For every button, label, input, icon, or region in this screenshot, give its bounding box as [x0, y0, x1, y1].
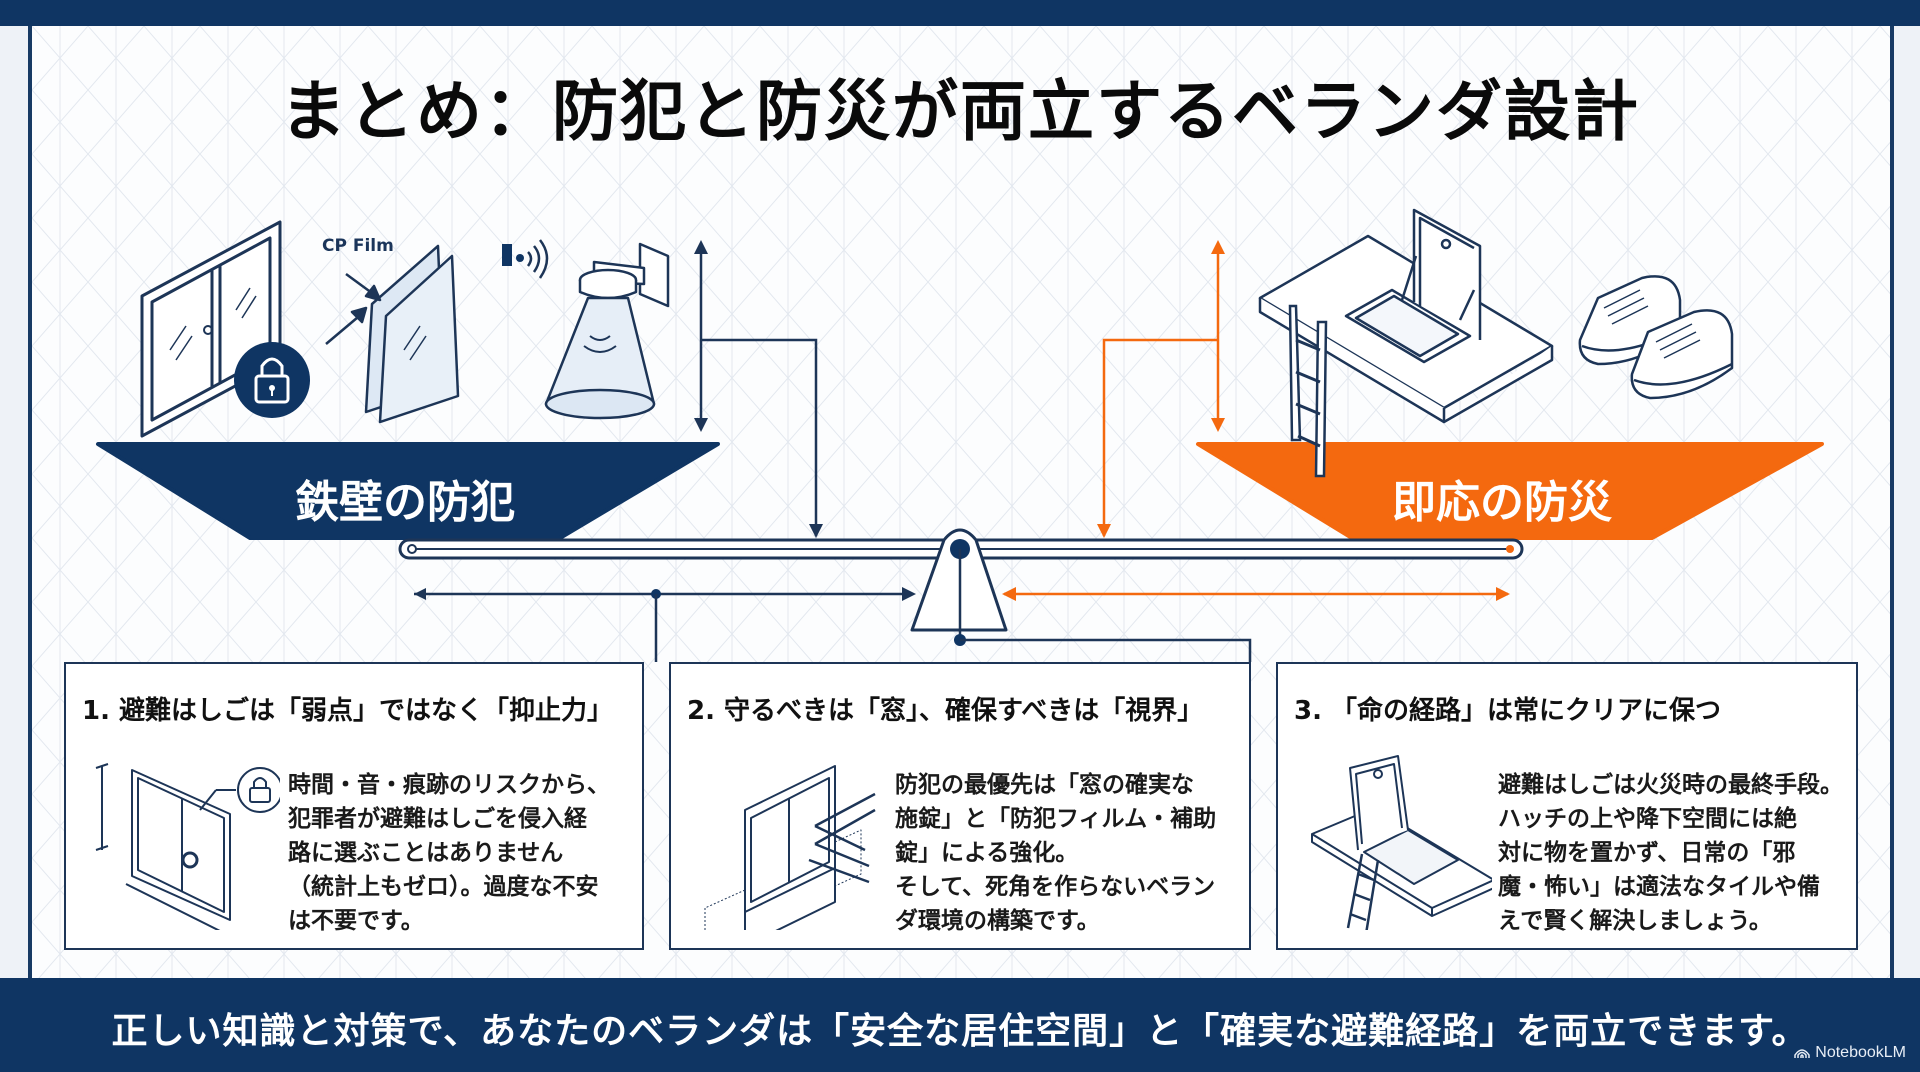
- card-title: 1. 避難はしごは「弱点」ではなく「抑止力」: [82, 696, 614, 726]
- motion-sensor-light-icon: [502, 239, 670, 420]
- card-title: 3. 「命の経路」は常にクリアに保つ: [1294, 696, 1722, 726]
- footer-message: 正しい知識と対策で、あなたのベランダは「安全な居住空間」と「確実な避難経路」を両…: [111, 1011, 1809, 1052]
- left-height-arrow: [694, 240, 823, 538]
- footer-banner: 正しい知識と対策で、あなたのベランダは「安全な居住空間」と「確実な避難経路」を両…: [0, 978, 1920, 1072]
- padlock-icon: [234, 342, 310, 418]
- brand-watermark: NotebookLM: [1794, 1044, 1906, 1062]
- left-span-arrow: [414, 587, 916, 662]
- brand-name: NotebookLM: [1815, 1044, 1906, 1061]
- open-hatch-ladder-icon: [1311, 755, 1492, 930]
- locked-window-icon: [95, 763, 280, 930]
- summary-card-1: 1. 避難はしごは「弱点」ではなく「抑止力」 時間・音・痕跡のリスクから、 犯罪…: [64, 662, 644, 950]
- card-title: 2. 守るべきは「窓」、確保すべきは「視界」: [687, 696, 1204, 726]
- cp-film-glass-icon: [325, 244, 460, 424]
- summary-card-2: 2. 守るべきは「窓」、確保すべきは「視界」 防犯の最優先は「窓の確実な 施錠」…: [669, 662, 1251, 950]
- sneakers-icon: [1578, 275, 1734, 400]
- card-body: 避難はしごは火災時の最終手段。 ハッチの上や降下空間には絶 対に物を置かず、日常…: [1498, 772, 1843, 934]
- page-title: まとめ：防犯と防災が両立するベランダ設計: [280, 73, 1640, 150]
- scale-fulcrum: [910, 528, 1252, 662]
- right-pan-label: 即応の防災: [1392, 477, 1612, 528]
- evacuation-hatch-icon: [1258, 208, 1554, 424]
- left-pan: [96, 442, 720, 540]
- right-pan: [1196, 442, 1824, 540]
- window-sightline-icon: [704, 765, 876, 930]
- card-body: 防犯の最優先は「窓の確実な 施錠」と「防犯フィルム・補助 錠」による強化。 そし…: [895, 772, 1217, 934]
- cp-film-label: CP Film: [322, 236, 394, 256]
- notebooklm-logo-icon: [1794, 1049, 1811, 1058]
- ladder-icon: [1288, 304, 1328, 478]
- top-bar: [0, 0, 1920, 26]
- summary-card-3: 3. 「命の経路」は常にクリアに保つ 避難はしごは火災時の最終手段。 ハッチの上…: [1276, 662, 1858, 950]
- right-span-arrow: [1002, 587, 1510, 601]
- right-height-arrow: [1097, 240, 1225, 538]
- card-body: 時間・音・痕跡のリスクから、 犯罪者が避難はしごを侵入経 路に選ぶことはありませ…: [288, 772, 610, 934]
- left-pan-label: 鉄壁の防犯: [295, 477, 515, 528]
